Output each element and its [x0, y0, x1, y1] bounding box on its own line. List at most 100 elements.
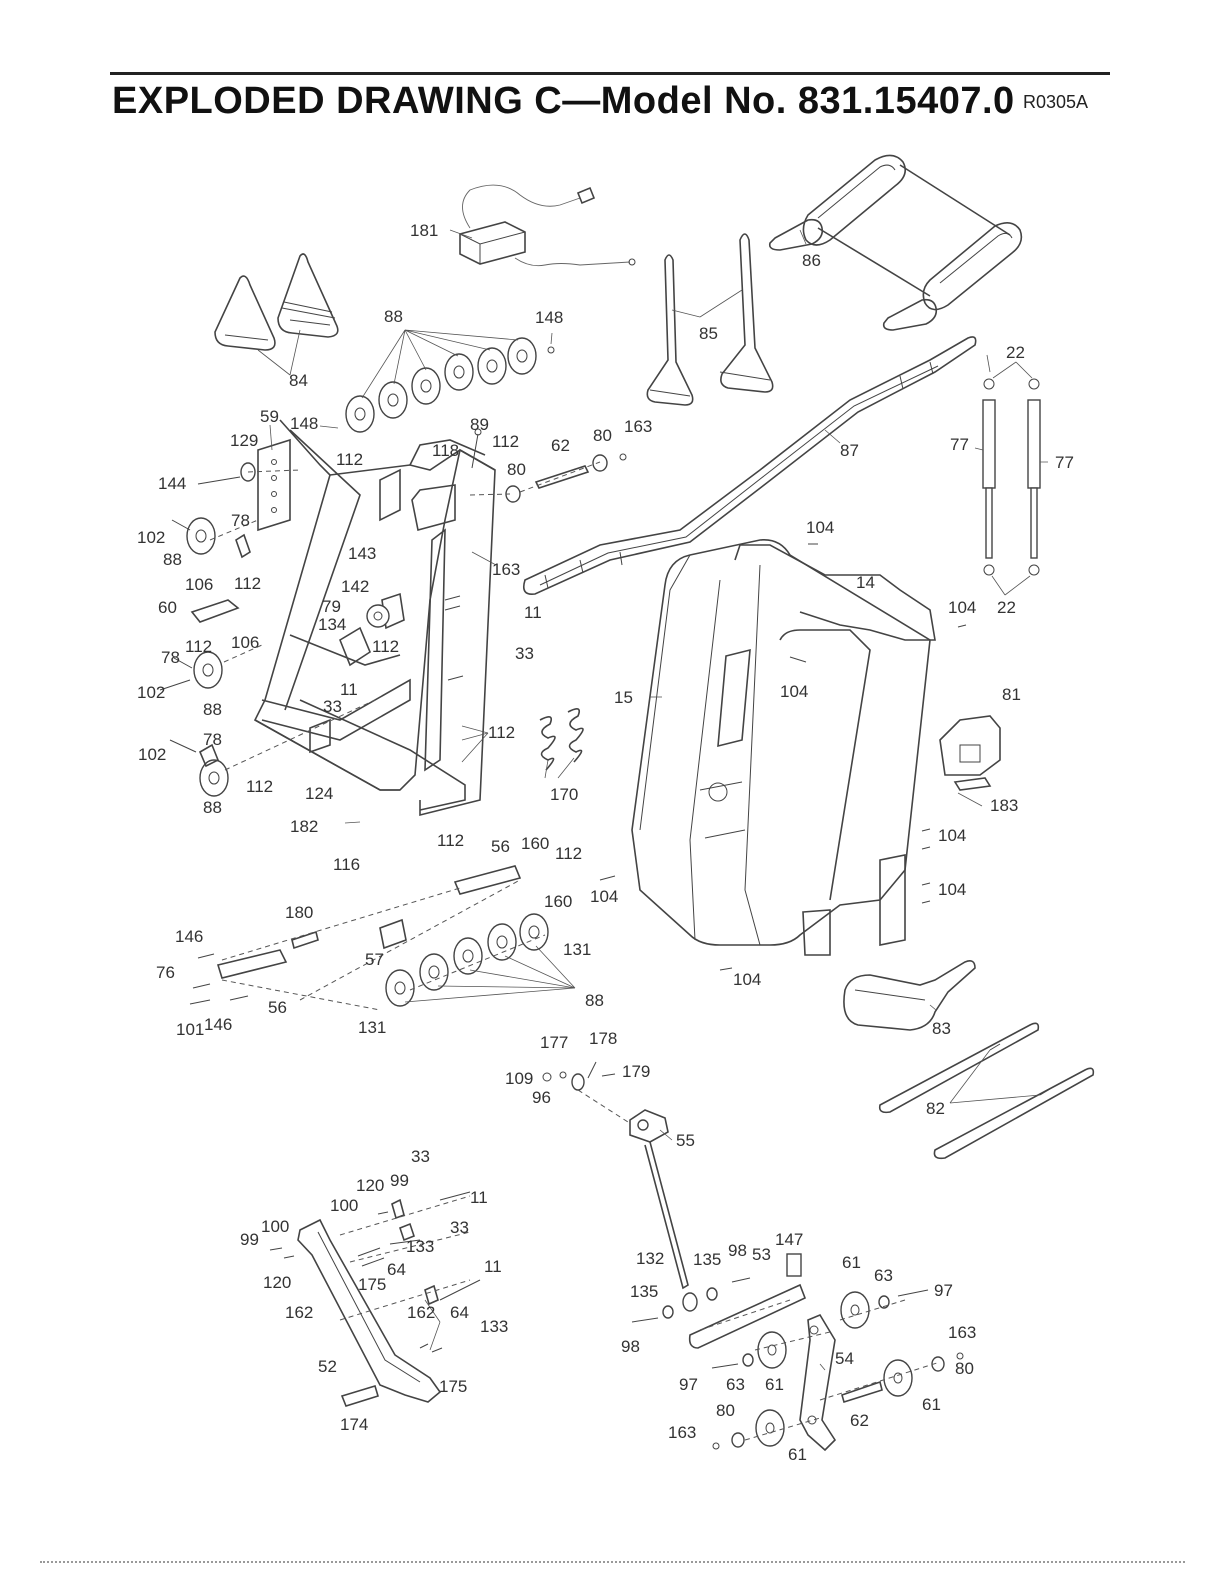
callout-120: 120 — [263, 1273, 291, 1292]
callout-109: 109 — [505, 1069, 533, 1088]
part-pulleys-top — [345, 329, 555, 433]
callout-182: 182 — [290, 817, 318, 836]
callout-147: 147 — [775, 1230, 803, 1249]
callout-88: 88 — [384, 307, 403, 326]
callout-labels: 181 86 88 148 85 84 22 59 148 89 112 62 … — [137, 221, 1074, 1464]
callout-135: 135 — [693, 1250, 721, 1269]
callout-22: 22 — [997, 598, 1016, 617]
bottom-rule — [40, 1561, 1185, 1563]
part-lever-55 — [629, 1109, 689, 1290]
callout-78: 78 — [231, 511, 250, 530]
callout-174: 174 — [340, 1415, 368, 1434]
callout-112: 112 — [246, 777, 273, 796]
callout-52: 52 — [318, 1357, 337, 1376]
callout-143: 143 — [348, 544, 376, 563]
callout-163: 163 — [668, 1423, 696, 1442]
callout-96: 96 — [532, 1088, 551, 1107]
header-rule — [110, 72, 1110, 75]
callout-175: 175 — [439, 1377, 467, 1396]
callout-33: 33 — [323, 697, 342, 716]
callout-102: 102 — [137, 528, 165, 547]
part-end-cap — [939, 715, 1001, 791]
callout-61: 61 — [922, 1395, 941, 1414]
callout-178: 178 — [589, 1029, 617, 1048]
callout-87: 87 — [840, 441, 859, 460]
part-power-adapter — [459, 184, 636, 267]
callout-53: 53 — [752, 1245, 771, 1264]
callout-78: 78 — [203, 730, 222, 749]
callout-181: 181 — [410, 221, 438, 240]
callout-179: 179 — [622, 1062, 650, 1081]
callout-15: 15 — [614, 688, 633, 707]
callout-112: 112 — [372, 637, 399, 656]
callout-163: 163 — [624, 417, 652, 436]
callout-132: 132 — [636, 1249, 664, 1268]
callout-61: 61 — [842, 1253, 861, 1272]
callout-129: 129 — [230, 431, 258, 450]
part-small-hardware — [542, 1061, 629, 1123]
callout-11: 11 — [340, 680, 358, 699]
part-straps-82 — [878, 1022, 1095, 1160]
callout-33: 33 — [450, 1218, 469, 1237]
callout-80: 80 — [716, 1401, 735, 1420]
callout-88: 88 — [585, 991, 604, 1010]
callout-64: 64 — [387, 1260, 406, 1279]
callout-124: 124 — [305, 784, 333, 803]
part-mid-bracket — [189, 865, 576, 1011]
part-main-frame — [253, 419, 496, 817]
callout-98: 98 — [621, 1337, 640, 1356]
callout-99: 99 — [240, 1230, 259, 1249]
leader-lines — [257, 229, 1041, 1371]
callout-88: 88 — [203, 700, 222, 719]
callout-112: 112 — [555, 844, 582, 863]
part-shroud — [631, 538, 936, 956]
callout-100: 100 — [330, 1196, 358, 1215]
callout-62: 62 — [551, 436, 570, 455]
callout-162: 162 — [407, 1303, 435, 1322]
callout-99: 99 — [390, 1171, 409, 1190]
part-straps-85 — [646, 233, 774, 406]
callout-80: 80 — [507, 460, 526, 479]
callout-102: 102 — [138, 745, 166, 764]
callout-118: 118 — [432, 441, 459, 460]
callout-112: 112 — [234, 574, 261, 593]
callout-33: 33 — [411, 1147, 430, 1166]
callout-135: 135 — [630, 1282, 658, 1301]
callout-11: 11 — [484, 1257, 502, 1276]
callout-33: 33 — [515, 644, 534, 663]
callout-56: 56 — [268, 998, 287, 1017]
callout-148: 148 — [290, 414, 318, 433]
callout-112: 112 — [336, 450, 363, 469]
callout-59: 59 — [260, 407, 279, 426]
callout-175: 175 — [358, 1275, 386, 1294]
callout-89: 89 — [470, 415, 489, 434]
callout-163: 163 — [492, 560, 520, 579]
callout-146: 146 — [175, 927, 203, 946]
callout-88: 88 — [163, 550, 182, 569]
callout-148: 148 — [535, 308, 563, 327]
part-screws-104 — [599, 543, 967, 971]
part-pivot-assembly — [631, 1253, 964, 1452]
callout-104: 104 — [938, 880, 966, 899]
callout-63: 63 — [874, 1266, 893, 1285]
callout-55: 55 — [676, 1131, 695, 1150]
callout-98: 98 — [728, 1241, 747, 1260]
revision-code: R0305A — [1023, 92, 1089, 112]
callout-104: 104 — [938, 826, 966, 845]
callout-112: 112 — [492, 432, 519, 451]
callout-101: 101 — [176, 1020, 204, 1039]
callout-104: 104 — [780, 682, 808, 701]
callout-60: 60 — [158, 598, 177, 617]
callout-133: 133 — [406, 1237, 434, 1256]
callout-120: 120 — [356, 1176, 384, 1195]
callout-56: 56 — [491, 837, 510, 856]
callout-104: 104 — [733, 970, 761, 989]
part-top-hardware — [469, 428, 627, 503]
callout-146: 146 — [204, 1015, 232, 1034]
callout-14: 14 — [856, 573, 875, 592]
callout-63: 63 — [726, 1375, 745, 1394]
callout-142: 142 — [341, 577, 369, 596]
part-long-strap — [522, 336, 977, 596]
part-handle-bar — [768, 154, 1023, 331]
